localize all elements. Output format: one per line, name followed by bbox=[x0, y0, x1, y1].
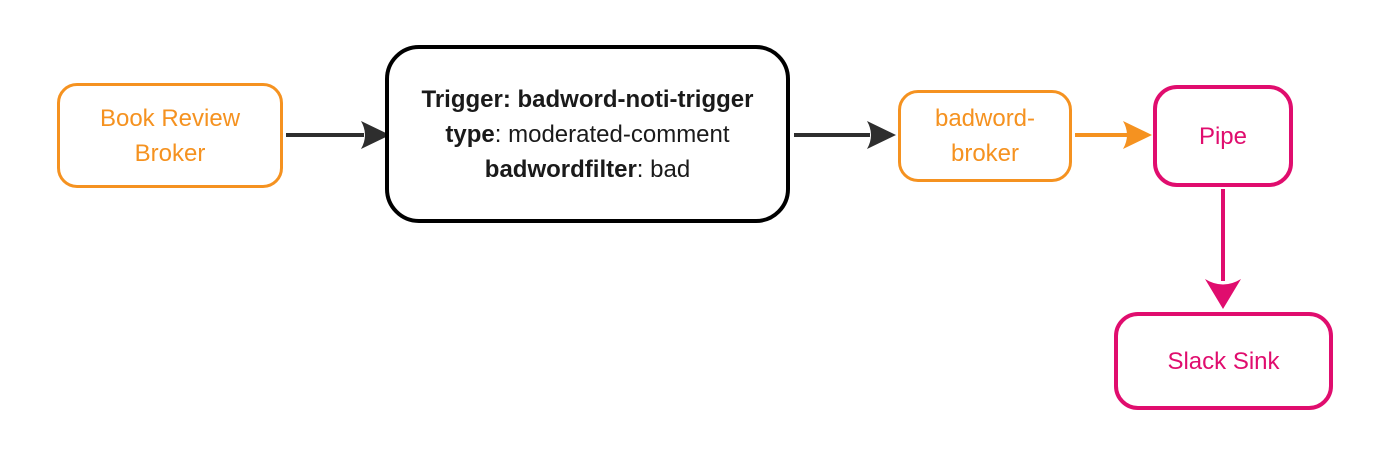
trigger-filter-line: badwordfilter: bad bbox=[422, 152, 754, 187]
node-pipe: Pipe bbox=[1153, 85, 1293, 187]
arrowhead-icon bbox=[1123, 121, 1152, 149]
trigger-filter-key: badwordfilter bbox=[484, 155, 637, 183]
node-slack-sink: Slack Sink bbox=[1114, 312, 1333, 410]
node-label: Slack Sink bbox=[1167, 347, 1280, 375]
trigger-attributes: Trigger: badword-noti-trigger type: mode… bbox=[422, 82, 754, 187]
trigger-type-line: type: moderated-comment bbox=[422, 117, 754, 152]
arrowhead-icon bbox=[867, 121, 896, 149]
trigger-name-bold: Trigger: badword-noti-trigger bbox=[421, 85, 754, 113]
edge-badword-broker-to-pipe bbox=[1075, 121, 1152, 149]
node-label: Book Review Broker bbox=[99, 104, 241, 167]
arrowhead-icon bbox=[361, 121, 390, 149]
node-trigger: Trigger: badword-noti-trigger type: mode… bbox=[385, 45, 790, 223]
edge-pipe-to-slack-sink bbox=[1205, 189, 1241, 309]
edge-book-review-broker-to-trigger bbox=[286, 121, 390, 149]
trigger-type-key: type bbox=[445, 120, 495, 148]
trigger-name-line: Trigger: badword-noti-trigger bbox=[422, 82, 754, 117]
edge-trigger-to-badword-broker bbox=[794, 121, 896, 149]
arrowhead-icon bbox=[1205, 279, 1241, 309]
trigger-type-value: : moderated-comment bbox=[494, 120, 730, 148]
node-book-review-broker: Book Review Broker bbox=[57, 83, 283, 188]
node-badword-broker: badword-broker bbox=[898, 90, 1072, 182]
node-label: badword-broker bbox=[934, 105, 1036, 167]
node-label: Pipe bbox=[1198, 122, 1248, 150]
trigger-filter-value: : bad bbox=[636, 155, 691, 183]
